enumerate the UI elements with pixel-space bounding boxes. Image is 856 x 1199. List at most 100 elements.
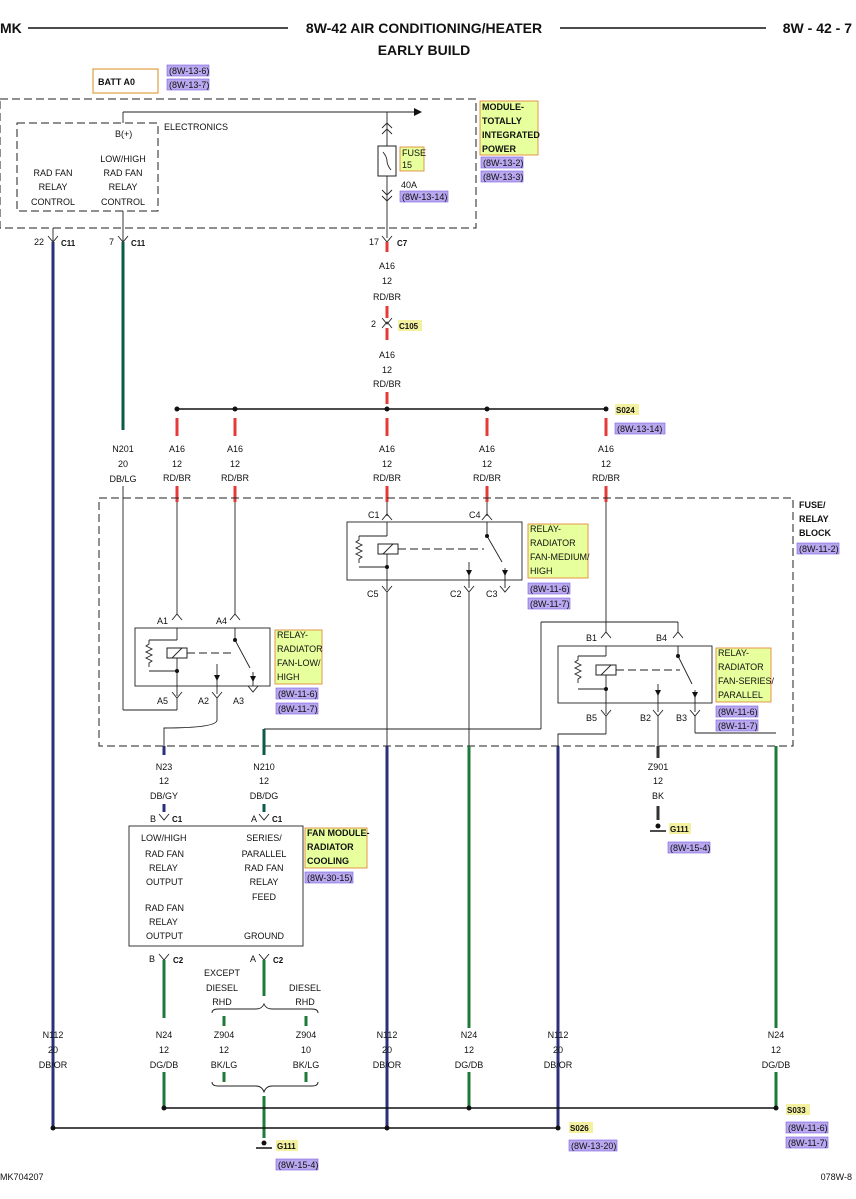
svg-text:12: 12 [482, 459, 492, 469]
svg-text:12: 12 [219, 1045, 229, 1055]
electronics-outline [16, 122, 159, 212]
footer-right: 078W-8 [821, 1172, 852, 1182]
s033-ref: (8W-11-7) [788, 1138, 828, 1148]
g111-upper-ref: (8W-15-4) [670, 843, 710, 853]
fan-module-text: RELAY [149, 863, 178, 873]
batt-label: BATT A0 [98, 77, 135, 87]
svg-text:20: 20 [382, 1045, 392, 1055]
svg-text:RD/BR: RD/BR [473, 473, 502, 483]
svg-text:N24: N24 [768, 1030, 785, 1040]
lowhigh-control-text: RAD FAN [103, 168, 142, 178]
svg-text:C2: C2 [450, 589, 462, 599]
svg-text:EXCEPT: EXCEPT [204, 968, 241, 978]
rad-fan-control-text: RELAY [39, 182, 68, 192]
bplus-label: B(+) [115, 129, 132, 139]
wire-n112-387: N112 20 DB/OR [373, 1030, 402, 1070]
fan-c1-pin-a: A [251, 814, 257, 824]
c11-label: C11 [131, 239, 146, 248]
svg-text:20: 20 [553, 1045, 563, 1055]
s024-label: S024 [616, 406, 635, 415]
header-left: MK [0, 20, 22, 36]
wire-n23: N23 12 DB/GY [150, 762, 178, 801]
tipm-ref: (8W-13-2) [483, 158, 523, 168]
svg-text:DG/DB: DG/DB [762, 1060, 791, 1070]
fan-c2-pin-a: A [250, 954, 256, 964]
svg-text:N24: N24 [461, 1030, 478, 1040]
svg-text:C3: C3 [486, 589, 498, 599]
wire-a16: A16 [379, 350, 395, 360]
g111-upper-label: G111 [670, 825, 689, 834]
c105-label: C105 [399, 322, 419, 331]
tipm-outline [0, 98, 477, 229]
svg-text:C1: C1 [368, 510, 380, 520]
a16-label-235: A16 12 RD/BR [221, 444, 250, 483]
svg-text:12: 12 [159, 776, 169, 786]
fuse-block-label: FUSE/ [799, 500, 826, 510]
s026-ref: (8W-13-20) [571, 1141, 616, 1151]
a16-label-387: A16 12 RD/BR [373, 444, 402, 483]
svg-text:B4: B4 [656, 633, 667, 643]
c7-pin: 17 [369, 237, 379, 247]
c11-label: C11 [61, 239, 76, 248]
relay-series-label: FAN-SERIES/ [718, 676, 775, 686]
fan-module-label: FAN MODULE- [307, 828, 370, 838]
fan-module-text: PARALLEL [242, 849, 287, 859]
wire-n201: 20 [118, 459, 128, 469]
svg-text:A1: A1 [157, 616, 168, 626]
svg-text:12: 12 [601, 459, 611, 469]
wire-n112-53: N112 20 DB/OR [39, 1030, 68, 1070]
fuse-block-label: BLOCK [799, 528, 831, 538]
wire-z901: Z901 12 BK [648, 762, 669, 801]
svg-text:C4: C4 [469, 510, 481, 520]
wire-n112-558: N112 20 DB/OR [544, 1030, 573, 1070]
svg-text:Z901: Z901 [648, 762, 669, 772]
svg-text:BK: BK [652, 791, 664, 801]
fan-module-text: LOW/HIGH [141, 833, 187, 843]
wire-n210: N210 12 DB/DG [250, 762, 279, 801]
page-title: 8W-42 AIR CONDITIONING/HEATER [306, 20, 542, 36]
relay-low-label: RADIATOR [277, 644, 323, 654]
c105-pin: 2 [371, 319, 376, 329]
svg-text:RD/BR: RD/BR [373, 473, 402, 483]
fuse-label: 15 [402, 160, 412, 170]
s024-ref: (8W-13-14) [617, 424, 662, 434]
wire-z904-a: Z904 12 BK/LG [211, 1030, 238, 1070]
relay-series-label: PARALLEL [718, 690, 763, 700]
svg-text:12: 12 [230, 459, 240, 469]
relay-series-label: RELAY- [718, 648, 749, 658]
tipm-label: TOTALLY [482, 116, 522, 126]
fan-module-text: SERIES/ [246, 833, 282, 843]
svg-text:N210: N210 [253, 762, 275, 772]
a16-label-177: A16 12 RD/BR [163, 444, 192, 483]
svg-text:A16: A16 [169, 444, 185, 454]
relay-low-label: RELAY- [277, 630, 308, 640]
svg-text:Z904: Z904 [214, 1030, 235, 1040]
page-subtitle: EARLY BUILD [378, 42, 471, 58]
relay-low-high: A1 A4 A5 A2 A3 [134, 613, 271, 706]
fan-c1-label: C1 [272, 815, 283, 824]
svg-text:DB/OR: DB/OR [544, 1060, 573, 1070]
svg-text:DB/OR: DB/OR [39, 1060, 68, 1070]
wire-a16: RD/BR [373, 292, 402, 302]
wire-a16: 12 [382, 276, 392, 286]
svg-text:A5: A5 [157, 696, 168, 706]
relay-low-label: HIGH [277, 672, 300, 682]
svg-text:DG/DB: DG/DB [150, 1060, 179, 1070]
svg-text:B3: B3 [676, 713, 687, 723]
fuse-ref: (8W-13-14) [402, 192, 447, 202]
lowhigh-control-text: LOW/HIGH [100, 154, 146, 164]
fan-module-box [128, 825, 304, 947]
tipm-ref: (8W-13-3) [483, 172, 523, 182]
fan-c2-label: C2 [273, 956, 284, 965]
fuse-label: FUSE [402, 148, 426, 158]
relay-low-label: FAN-LOW/ [277, 658, 321, 668]
svg-text:12: 12 [653, 776, 663, 786]
fan-module-text: RELAY [250, 877, 279, 887]
c11-pin-22: 22 [34, 237, 44, 247]
svg-text:RHD: RHD [212, 997, 232, 1007]
s033-ref: (8W-11-6) [788, 1123, 828, 1133]
relay-med-label: HIGH [530, 566, 553, 576]
relay-med-label: RADIATOR [530, 538, 576, 548]
svg-text:A16: A16 [379, 444, 395, 454]
